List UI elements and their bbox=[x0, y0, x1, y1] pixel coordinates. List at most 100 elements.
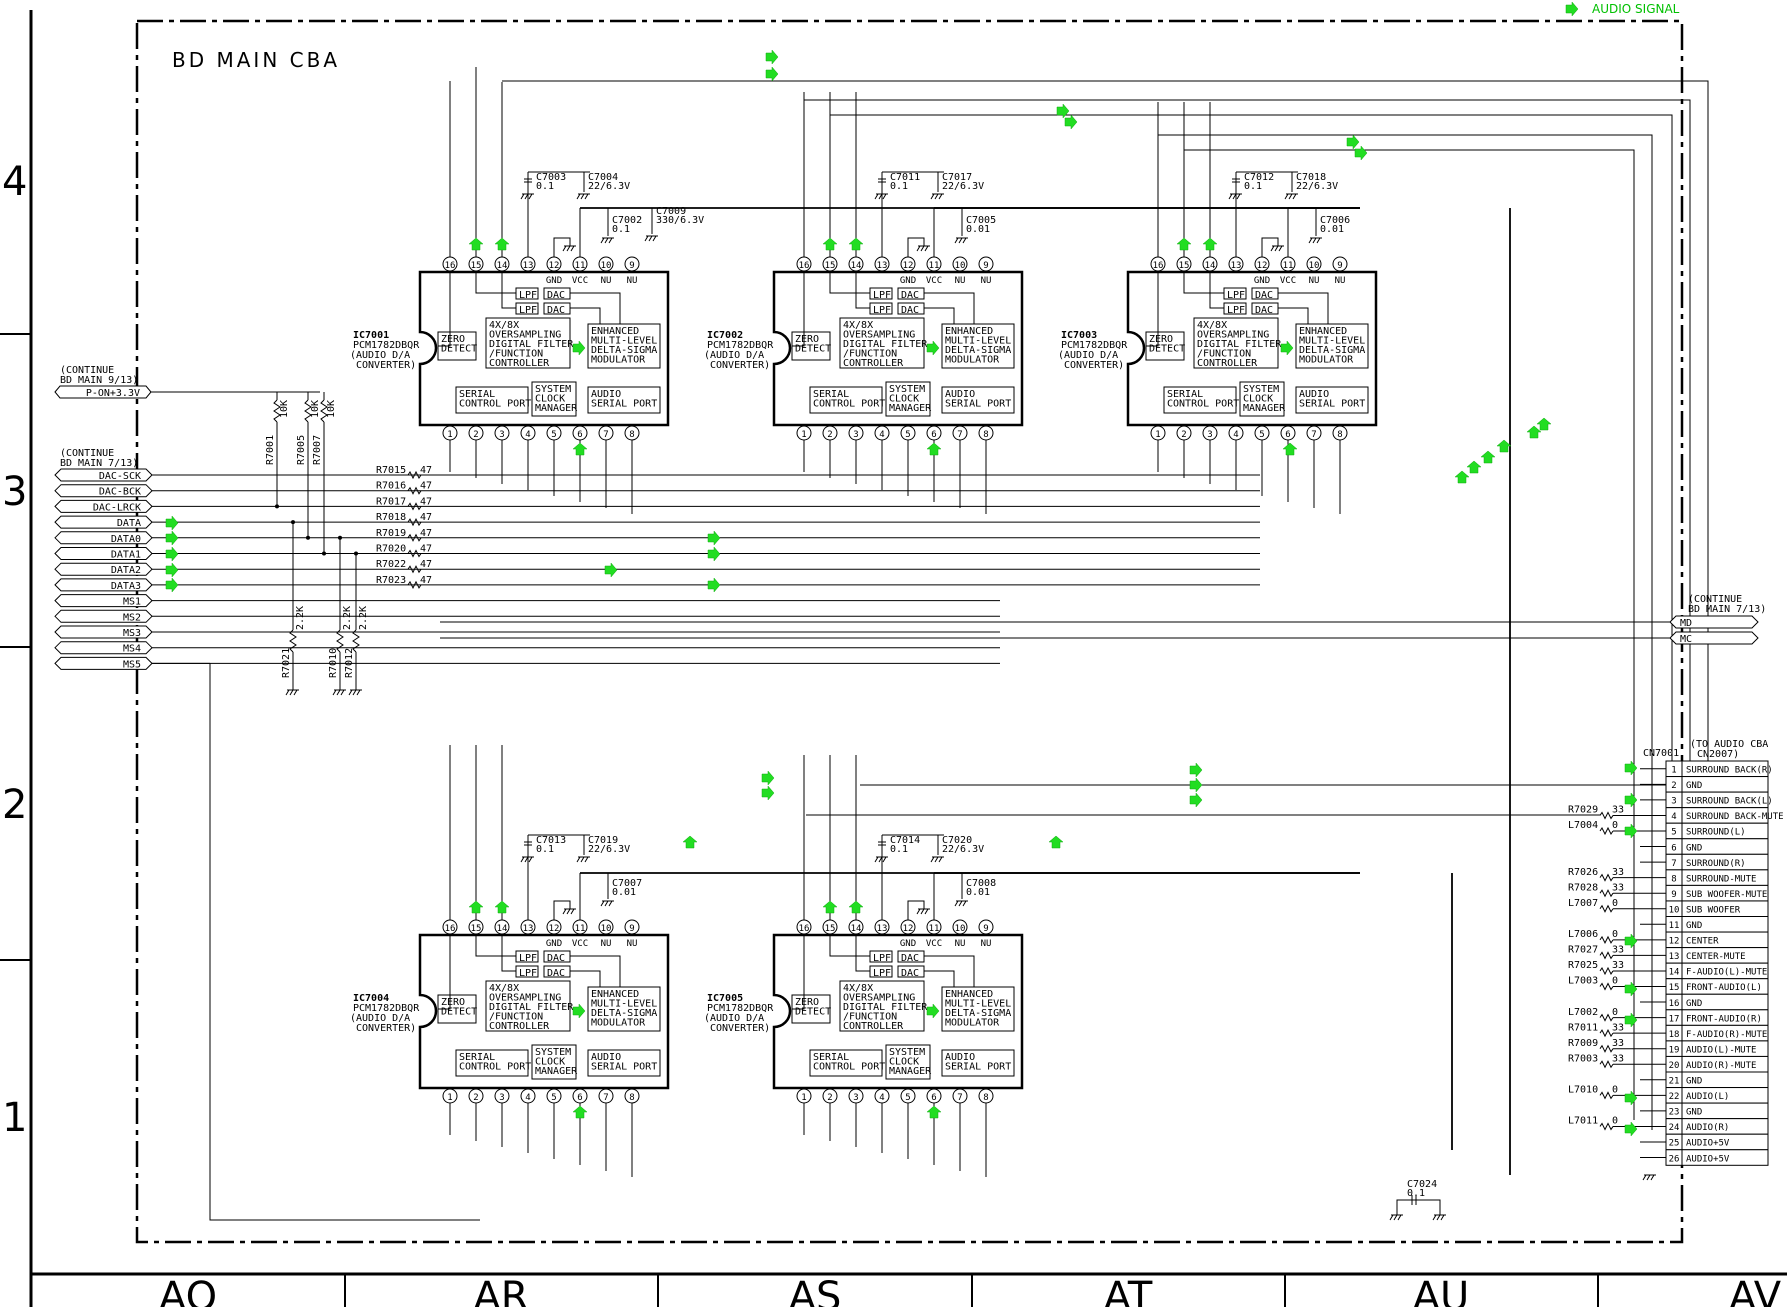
filter-block: 4X/8X bbox=[843, 983, 873, 994]
filter-block: /FUNCTION bbox=[1197, 349, 1251, 360]
ic-pin-bottom: 8 bbox=[983, 1093, 988, 1103]
ic-pin-bottom: 5 bbox=[905, 430, 910, 440]
clock-block: MANAGER bbox=[889, 1066, 932, 1077]
cn-pin-number: 18 bbox=[1669, 1030, 1680, 1040]
ic-pin-bottom: 1 bbox=[447, 1093, 452, 1103]
audio-signal-arrow bbox=[1624, 1012, 1638, 1028]
ic-pin-name: VCC bbox=[572, 939, 588, 949]
signal-flag-ms2 bbox=[54, 609, 153, 623]
audio-serial-block: AUDIO bbox=[591, 1052, 621, 1063]
cap-ref: C7013 bbox=[536, 835, 566, 846]
ic-pin-name: VCC bbox=[1280, 276, 1296, 286]
audio-signal-arrow bbox=[1466, 460, 1482, 474]
cn-pin-name: GND bbox=[1686, 781, 1702, 791]
ic-pin-top: 12 bbox=[1257, 261, 1268, 271]
cap-ref: C7018 bbox=[1296, 172, 1326, 183]
modulator-block: MULTI-LEVEL bbox=[945, 999, 1011, 1010]
modulator-block: DELTA-SIGMA bbox=[945, 1008, 1011, 1019]
filter-block: CONTROLLER bbox=[489, 1021, 550, 1032]
audio-signal-arrow bbox=[1189, 762, 1203, 778]
ic-pin-name: NU bbox=[981, 276, 992, 286]
ic-ref-label: IC7003 bbox=[1061, 330, 1097, 341]
audio-signal-arrow bbox=[494, 237, 510, 251]
cn-pin-number: 11 bbox=[1669, 921, 1680, 931]
pullup-resistor-value: 10K bbox=[310, 400, 321, 418]
cap-value: 0.01 bbox=[966, 224, 990, 235]
dac-block: DAC bbox=[547, 290, 565, 301]
serial-control-block: CONTROL PORT bbox=[459, 1062, 531, 1073]
ic-pin-name: NU bbox=[1309, 276, 1320, 286]
cn-pin-number: 21 bbox=[1669, 1077, 1680, 1087]
cap-ref: C7019 bbox=[588, 835, 618, 846]
ic-part-label: PCM1782DBQR bbox=[707, 340, 774, 351]
cap-value: 0.01 bbox=[966, 887, 990, 898]
cn-pin-name: GND bbox=[1686, 1077, 1702, 1087]
series-resistor-value: 47 bbox=[420, 544, 432, 555]
ground-icon bbox=[644, 235, 659, 242]
dac-block: DAC bbox=[1255, 290, 1273, 301]
audio-signal-arrow bbox=[1624, 823, 1638, 839]
ic-ref-label: IC7005 bbox=[707, 993, 743, 1004]
cn-series-part-ref: L7002 bbox=[1568, 1007, 1598, 1018]
ic-ref-label: IC7004 bbox=[353, 993, 389, 1004]
cn-pin-number: 14 bbox=[1669, 968, 1680, 978]
ic-pin-top: 13 bbox=[1231, 261, 1242, 271]
grid-col-label-au: AU bbox=[1413, 1274, 1470, 1307]
ic-pin-top: 14 bbox=[851, 261, 862, 271]
cap-ref: C7004 bbox=[588, 172, 618, 183]
audio-signal-arrow bbox=[165, 546, 179, 562]
ic-desc: CONVERTER) bbox=[356, 1023, 416, 1034]
cn-series-part-ref: R7003 bbox=[1568, 1053, 1598, 1064]
ic-pin-name: VCC bbox=[926, 276, 942, 286]
audio-signal-arrow bbox=[1056, 103, 1070, 119]
zero-detect-block: ZERO bbox=[795, 997, 819, 1008]
ic-pin-top: 11 bbox=[929, 924, 940, 934]
ic-pin-bottom: 2 bbox=[473, 430, 478, 440]
series-resistor-ref: R7020 bbox=[376, 544, 406, 555]
ic-pin-bottom: 6 bbox=[577, 430, 582, 440]
grid-col-label-at: AT bbox=[1104, 1274, 1153, 1307]
cn-pin-name: AUDIO+5V bbox=[1686, 1139, 1730, 1149]
signal-label-ms1: MS1 bbox=[123, 597, 141, 608]
modulator-block: ENHANCED bbox=[945, 989, 993, 1000]
audio-signal-arrow bbox=[1624, 933, 1638, 949]
audio-signal-arrow bbox=[1282, 442, 1298, 456]
cap-ref: C7024 bbox=[1407, 1179, 1437, 1190]
ic-pin-bottom: 8 bbox=[983, 430, 988, 440]
cap-value: 0.1 bbox=[890, 181, 908, 192]
ic-pin-bottom: 3 bbox=[1207, 430, 1212, 440]
grid-row-label-1: 1 bbox=[2, 1095, 27, 1141]
signal-label-data: DATA bbox=[117, 518, 141, 529]
modulator-block: DELTA-SIGMA bbox=[1299, 345, 1365, 356]
ground-icon bbox=[600, 237, 615, 244]
ic-pin-bottom: 8 bbox=[629, 430, 634, 440]
clock-block: MANAGER bbox=[535, 403, 578, 414]
lpf-block: LPF bbox=[519, 305, 537, 316]
cn-destination: (TO AUDIO CBA bbox=[1690, 739, 1768, 750]
ic-pin-name: NU bbox=[981, 939, 992, 949]
ground-icon bbox=[930, 193, 945, 200]
ic-ref-label: IC7002 bbox=[707, 330, 743, 341]
signal-label-data3: DATA3 bbox=[111, 581, 141, 592]
ic-pin-top: 10 bbox=[955, 261, 966, 271]
ic-pin-bottom: 1 bbox=[1155, 430, 1160, 440]
clock-block: SYSTEM bbox=[889, 1047, 925, 1058]
ic-pin-bottom: 6 bbox=[1285, 430, 1290, 440]
ic-pin-name: NU bbox=[601, 939, 612, 949]
audio-signal-arrow bbox=[848, 237, 864, 251]
ic-pin-top: 12 bbox=[549, 924, 560, 934]
board-title: BD MAIN CBA bbox=[172, 48, 340, 72]
ic-pin-name: NU bbox=[1335, 276, 1346, 286]
modulator-block: DELTA-SIGMA bbox=[945, 345, 1011, 356]
continue-note-top: (CONTINUE bbox=[60, 365, 114, 376]
modulator-block: MODULATOR bbox=[591, 355, 646, 366]
ic-pin-name: GND bbox=[1254, 276, 1270, 286]
ic-pin-top: 11 bbox=[575, 261, 586, 271]
ic-pin-top: 14 bbox=[497, 261, 508, 271]
audio-signal-arrow bbox=[765, 66, 779, 82]
series-resistor-ref: R7019 bbox=[376, 528, 406, 539]
ic-pin-top: 13 bbox=[523, 924, 534, 934]
dac-block: DAC bbox=[901, 953, 919, 964]
